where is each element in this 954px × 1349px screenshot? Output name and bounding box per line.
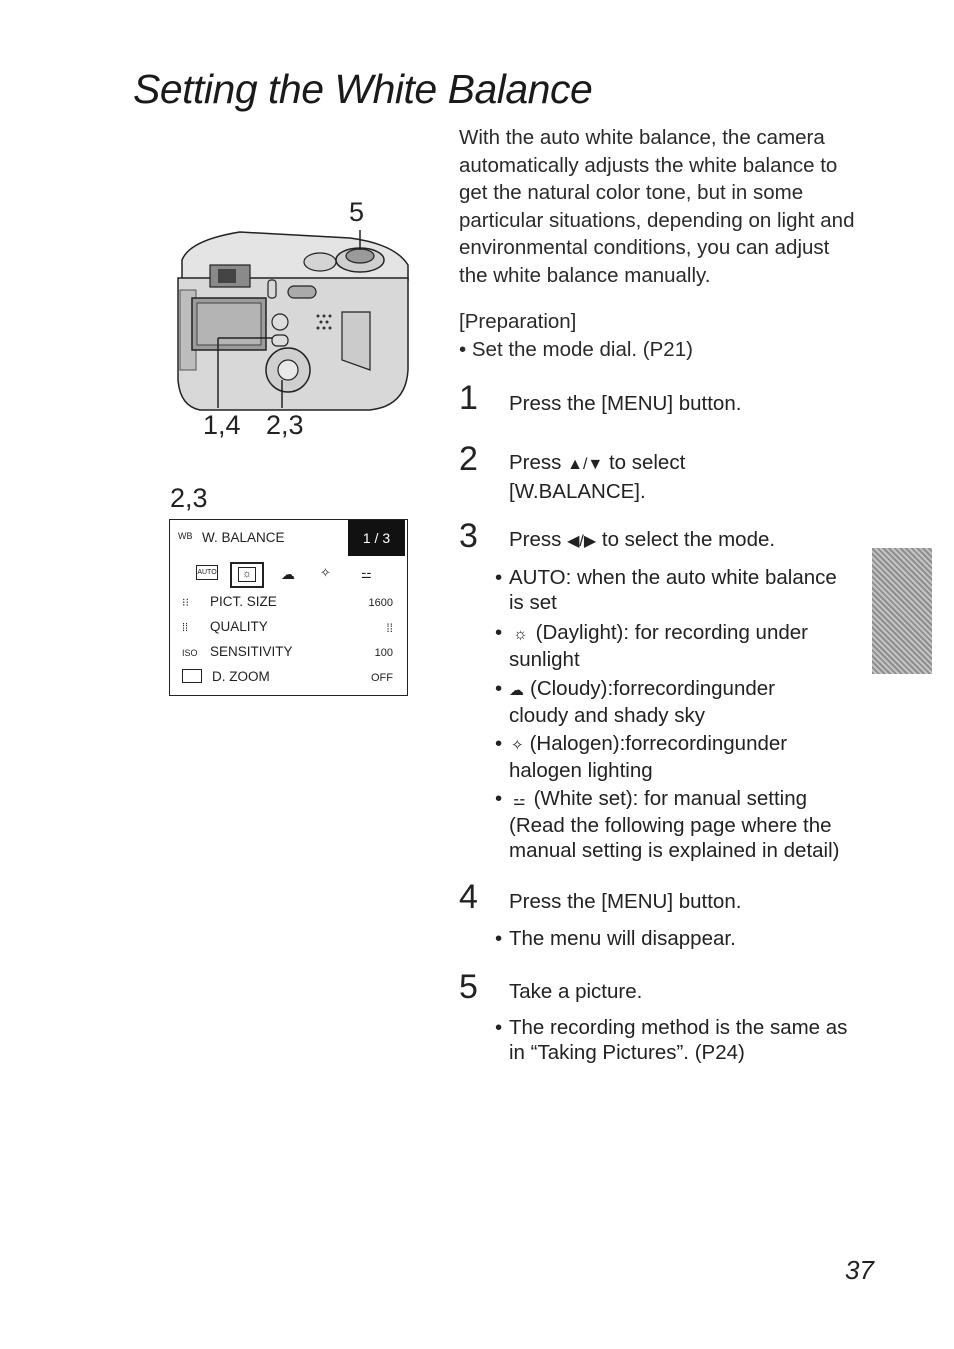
step-3-bullet-white-set: •⚍(White set): for manual setting (Read … xyxy=(495,787,840,862)
white-set-icon: ⚍ xyxy=(513,792,526,808)
halogen-icon: ✧ xyxy=(511,737,524,754)
daylight-icon: ☼ xyxy=(513,626,528,643)
camera-callout-left: 1,4 xyxy=(203,410,241,440)
menu-row-pict-size-value: 1600 xyxy=(368,597,393,609)
white-set-icon: ⚍ xyxy=(361,567,372,581)
auto-wb-icon: AUTO xyxy=(196,565,218,580)
menu-row-d-zoom-value: OFF xyxy=(371,672,393,684)
menu-page-indicator: 1 / 3 xyxy=(348,520,405,556)
step-2-number: 2 xyxy=(459,440,478,478)
step-3-bullet-cloudy: •☁(Cloudy):forrecordingunder cloudy and … xyxy=(495,677,775,727)
step-5-text: Take a picture. xyxy=(509,980,643,1003)
step-3-bullet-halogen: •✧(Halogen):forrecordingunder halogen li… xyxy=(495,732,788,782)
menu-header: WB W. BALANCE 1 / 3 xyxy=(170,520,405,556)
step-2-text: Press ▲/▼ to select [W.BALANCE]. xyxy=(509,451,686,503)
menu-screen: WB W. BALANCE 1 / 3 AUTO ☼ ☁ ✧ ⚍ ⁝⁝PICT.… xyxy=(169,519,408,696)
daylight-icon: ☼ xyxy=(230,562,264,588)
preparation-heading: [Preparation] xyxy=(459,310,577,333)
halogen-icon: ✧ xyxy=(320,565,331,580)
iso-icon: ISO xyxy=(182,648,198,658)
camera-callout-top: 5 xyxy=(349,197,365,227)
intro-paragraph: With the auto white balance, the camera … xyxy=(459,126,855,287)
step-3-number: 3 xyxy=(459,517,478,555)
step-1-text: Press the [MENU] button. xyxy=(509,392,742,415)
menu-row-quality-value-icon: ⁞⁞ xyxy=(386,621,393,635)
camera-illustration xyxy=(177,230,409,411)
menu-row-sensitivity-value: 100 xyxy=(374,647,393,659)
pict-size-icon: ⁝⁝ xyxy=(182,597,189,609)
step-5-number: 5 xyxy=(459,968,478,1006)
preparation-block: [Preparation] • Set the mode dial. (P21) xyxy=(459,308,693,363)
menu-row-quality: ⁞⁞QUALITY xyxy=(182,619,268,634)
page-title: Setting the White Balance xyxy=(133,66,593,112)
step-4-bullet: •The menu will disappear. xyxy=(495,927,736,950)
d-zoom-icon xyxy=(182,669,202,683)
left-right-arrow-icon: ◀/▶ xyxy=(567,533,597,550)
step-5-bullet: •The recording method is the same as in … xyxy=(495,1016,848,1064)
menu-row-pict-size: ⁝⁝PICT. SIZE xyxy=(182,594,277,609)
section-tab-marker xyxy=(872,548,932,674)
quality-icon: ⁞⁞ xyxy=(182,622,189,634)
step-3-bullet-daylight: •☼(Daylight): for recording under sunlig… xyxy=(495,621,808,671)
cloudy-icon: ☁ xyxy=(281,566,295,582)
step-4-number: 4 xyxy=(459,878,478,916)
up-down-arrow-icon: ▲/▼ xyxy=(567,456,604,473)
menu-figure-label: 2,3 xyxy=(170,483,208,513)
wb-icon: WB xyxy=(178,531,193,541)
menu-row-d-zoom: D. ZOOM xyxy=(182,669,270,684)
step-3-text: Press ◀/▶ to select the mode. xyxy=(509,528,776,551)
camera-callout-right: 2,3 xyxy=(266,410,304,440)
preparation-bullet-text: Set the mode dial. (P21) xyxy=(471,337,693,361)
bullet-dot: • xyxy=(459,337,472,361)
step-4-text: Press the [MENU] button. xyxy=(509,890,742,913)
step-3-bullet-auto: •AUTO: when the auto white balance is se… xyxy=(495,566,837,614)
menu-header-title: W. BALANCE xyxy=(202,530,285,545)
preparation-bullet: • Set the mode dial. (P21) xyxy=(459,336,693,364)
page-number: 37 xyxy=(845,1255,874,1285)
cloudy-icon: ☁ xyxy=(509,682,524,699)
step-1-number: 1 xyxy=(459,379,478,417)
